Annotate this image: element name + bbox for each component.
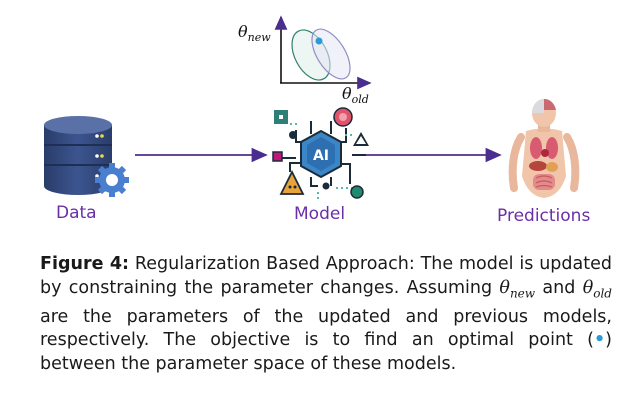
caption-figure-label: Figure 4:: [40, 254, 129, 274]
data-label: Data: [56, 203, 97, 223]
optimal-point: [315, 37, 323, 45]
model-label: Model: [294, 204, 346, 224]
optimal-point-symbol: •: [593, 330, 606, 350]
gear-icon: [95, 163, 129, 197]
svg-text:AI: AI: [313, 148, 329, 164]
caption-theta-new: θnew: [499, 277, 536, 301]
caption-text-1: Regularization Based Approach: The model…: [40, 254, 612, 298]
parameter-space-inset: [274, 15, 372, 90]
figure-caption: Figure 4: Regularization Based Approach:…: [40, 253, 612, 376]
caption-theta-old: θold: [582, 277, 612, 301]
x-axis-label: θold: [342, 84, 369, 107]
database-gear-icon: [44, 116, 129, 197]
workflow-diagram: AI: [44, 15, 580, 200]
caption-text-3: ) between the parameter space of these m…: [40, 330, 612, 374]
predictions-label: Predictions: [497, 206, 591, 226]
human-anatomy-icon: [508, 98, 580, 198]
y-axis-label: θnew: [238, 22, 271, 45]
caption-text-2: are the parameters of the updated and pr…: [40, 306, 612, 351]
caption-text-and: and: [542, 277, 576, 298]
ai-model-icon: AI: [272, 107, 369, 200]
